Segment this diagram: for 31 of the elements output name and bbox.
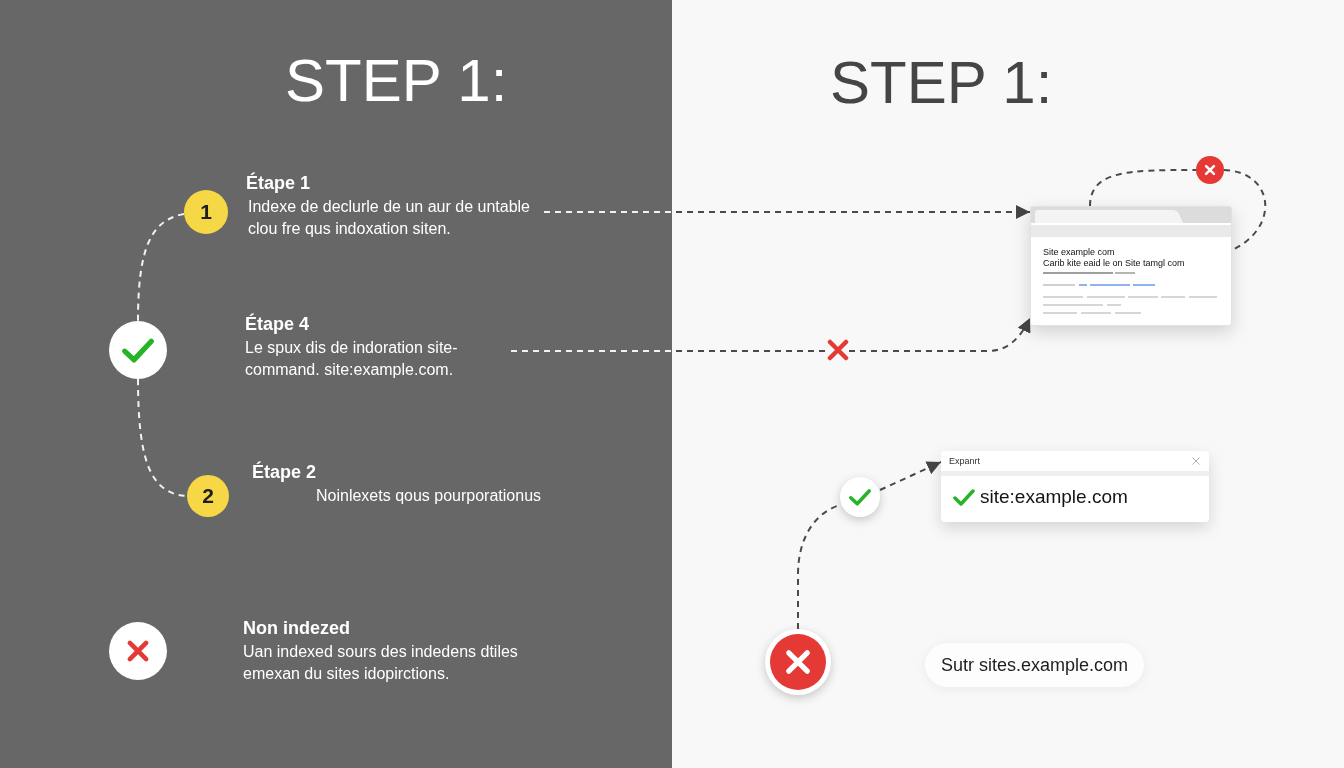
dashed-line	[1223, 169, 1267, 251]
step-description: Le spux dis de indoration site- command. site:example.com.	[245, 338, 459, 380]
query-text: site:example.com	[980, 486, 1128, 508]
dashed-arrow	[879, 461, 942, 491]
browser-window	[1030, 206, 1232, 326]
dashed-arrow	[848, 317, 1031, 352]
search-popup	[941, 451, 1209, 522]
result-snippet: Carib kite eaid le on Site tamgl com	[1043, 258, 1185, 269]
check-circle-icon	[840, 477, 880, 517]
step-heading: Étape 2	[252, 461, 317, 483]
step-description: Uan indexed sours des indedens dtiles emexan du sites idopirctions.	[243, 642, 519, 684]
result-title: Site example com	[1043, 247, 1115, 258]
cross-circle-icon	[1196, 156, 1224, 184]
popup-title: Expanrt	[949, 456, 981, 467]
cross-circle-icon	[765, 629, 831, 695]
dashed-line	[137, 378, 188, 497]
panel-title: STEP 1:	[285, 46, 508, 116]
search-suggestion: Sutr sites.example.com	[925, 643, 1145, 687]
dashed-arrow	[543, 205, 1031, 219]
dashed-line	[137, 213, 185, 322]
check-circle-icon	[109, 321, 167, 379]
step-description: Indexe de declurle de un aur de untable clou fre qus indoxation siten.	[248, 197, 531, 239]
step-description: Noinlexets qous pourporationus	[316, 486, 543, 506]
dashed-line	[1089, 169, 1197, 207]
step-heading: Étape 4	[245, 313, 310, 335]
panel-title: STEP 1:	[830, 48, 1053, 118]
cross-circle-icon	[109, 622, 167, 680]
dashed-line	[510, 350, 828, 352]
cross-icon	[827, 339, 849, 361]
step-heading: Non indezed	[243, 617, 350, 639]
step-heading: Étape 1	[246, 172, 311, 194]
